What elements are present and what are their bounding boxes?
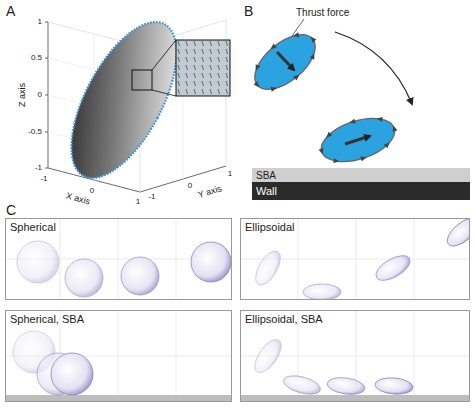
- sba-strips: [5, 395, 470, 402]
- inset-zoom: [132, 40, 230, 96]
- thrust-arrowhead: [376, 116, 383, 122]
- thrust-arrowhead: [324, 132, 332, 140]
- axis-title: X axis: [65, 191, 91, 206]
- axis-title: Z axis: [18, 83, 27, 107]
- tick-label: 1: [38, 18, 42, 26]
- thrust-arrowhead: [319, 148, 326, 155]
- wall-band: Wall: [252, 182, 470, 200]
- tick-label: 0.5: [31, 54, 42, 62]
- panel-title: Spherical: [10, 221, 56, 233]
- thrust-arrowhead: [309, 35, 317, 43]
- panel-letter: C: [6, 203, 16, 217]
- thrust-arrowhead: [254, 81, 262, 89]
- sphere-trajectory: [17, 241, 231, 297]
- thrust-arrowhead: [384, 141, 392, 149]
- thrust-arrowhead: [293, 73, 301, 81]
- swimmer-illustration: [245, 19, 470, 200]
- panel-box: Ellipsoidal: [240, 218, 470, 300]
- thrust-arrowhead: [360, 155, 367, 162]
- tick-label: 0: [188, 182, 192, 190]
- thrust-arrows: [253, 32, 397, 164]
- band-label: SBA: [256, 170, 276, 181]
- thrust-arrowhead: [391, 125, 398, 132]
- thrust-arrowhead: [292, 32, 299, 38]
- callout-label: Thrust force: [296, 8, 349, 18]
- axis-title: Y axis: [197, 184, 223, 200]
- panel-title: Ellipsoidal, SBA: [245, 313, 323, 325]
- tick-label: 0: [90, 187, 94, 195]
- sphere-sba-trajectory: [13, 331, 93, 395]
- thrust-arrowhead: [349, 119, 356, 126]
- thrust-arrowhead: [253, 64, 260, 71]
- thrust-arrowhead: [310, 52, 317, 59]
- panel-letter: A: [6, 4, 15, 18]
- tick-label: 0: [38, 91, 42, 99]
- sba-band: SBA: [252, 168, 470, 182]
- grid-lines: [5, 218, 470, 402]
- panel-box: Spherical: [5, 218, 232, 300]
- thrust-arrowhead: [333, 158, 340, 164]
- tick-label: -1: [40, 175, 47, 183]
- panel-title: Ellipsoidal: [245, 221, 295, 233]
- band-label: Wall: [256, 185, 277, 197]
- panel-letter: B: [244, 4, 253, 18]
- ellipsoid-surface: [50, 6, 198, 194]
- tick-label: -1: [35, 164, 42, 172]
- panel-box: Ellipsoidal, SBA: [240, 310, 470, 402]
- ellipsoid-sba-trajectory: [250, 335, 414, 397]
- tick-label: -0.5: [28, 128, 42, 136]
- panel-box: Spherical, SBA: [5, 310, 232, 402]
- thrust-arrowhead: [269, 44, 277, 52]
- tick-label: 1: [228, 170, 232, 178]
- panel-title: Spherical, SBA: [10, 313, 84, 325]
- thrust-arrowhead: [271, 86, 278, 92]
- tick-label: 1: [136, 198, 140, 206]
- tick-label: -1: [148, 193, 155, 201]
